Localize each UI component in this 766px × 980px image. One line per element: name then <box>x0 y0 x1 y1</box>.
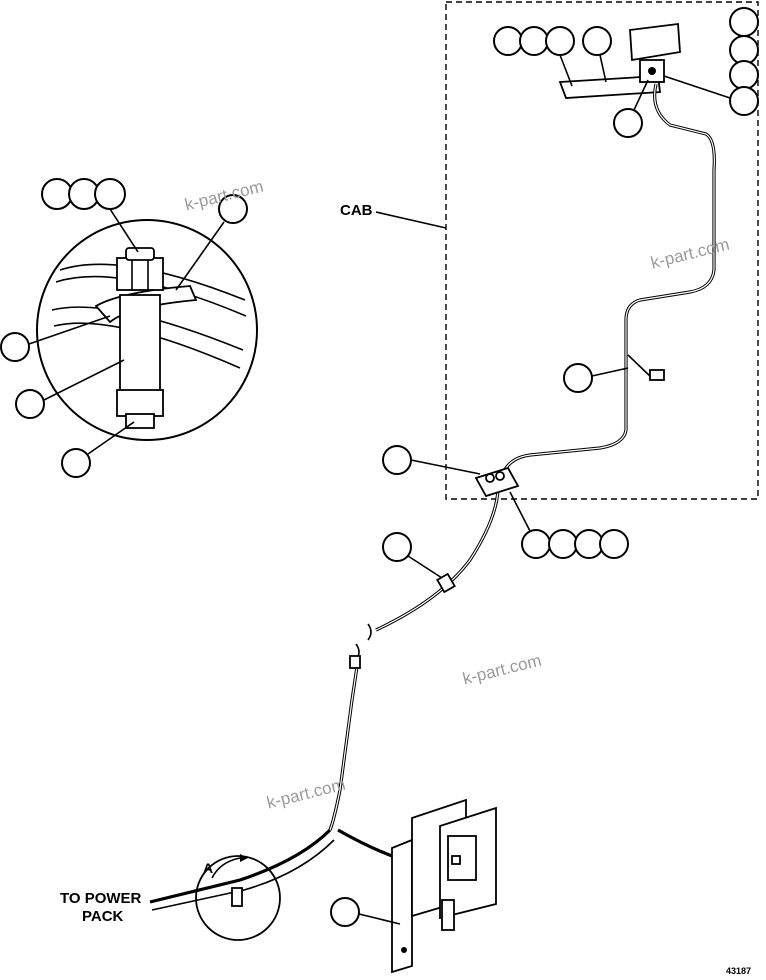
bulkhead-callout <box>382 445 481 475</box>
bulkhead-fitting <box>474 466 520 498</box>
detail-tube-callout <box>0 315 111 362</box>
detail-a-label: A <box>203 860 214 876</box>
switch-callouts-right <box>663 7 759 116</box>
detail-view <box>36 219 258 441</box>
bracket-callout <box>582 26 612 83</box>
cab-switch-assembly <box>558 22 681 99</box>
to-power-pack-label-line2: PACK <box>82 908 124 925</box>
switch-bracket-callouts <box>493 26 575 87</box>
cab-leader <box>375 211 447 229</box>
cab-label: CAB <box>340 202 373 219</box>
pressure-switch-callout <box>330 897 401 927</box>
detail-bottom-callout <box>61 421 135 478</box>
detail-nut-callouts <box>41 178 139 253</box>
detail-clamp-callout <box>175 194 248 291</box>
detail-fitting-callout <box>15 359 125 419</box>
detail-a-circle <box>195 854 281 941</box>
harness-callout <box>563 363 629 393</box>
to-power-pack-label-line1: TO POWER <box>60 890 142 907</box>
harness-route <box>149 83 716 911</box>
switch-mount-callout <box>613 79 649 138</box>
cab-boundary <box>445 1 759 500</box>
tube-callout <box>382 532 443 579</box>
fitting-body <box>119 294 161 396</box>
drawing-number: 43187 <box>726 966 752 976</box>
bulkhead-hardware-callouts <box>509 491 629 559</box>
hex-nut <box>116 257 164 291</box>
pressure-switch-assembly <box>391 798 497 974</box>
